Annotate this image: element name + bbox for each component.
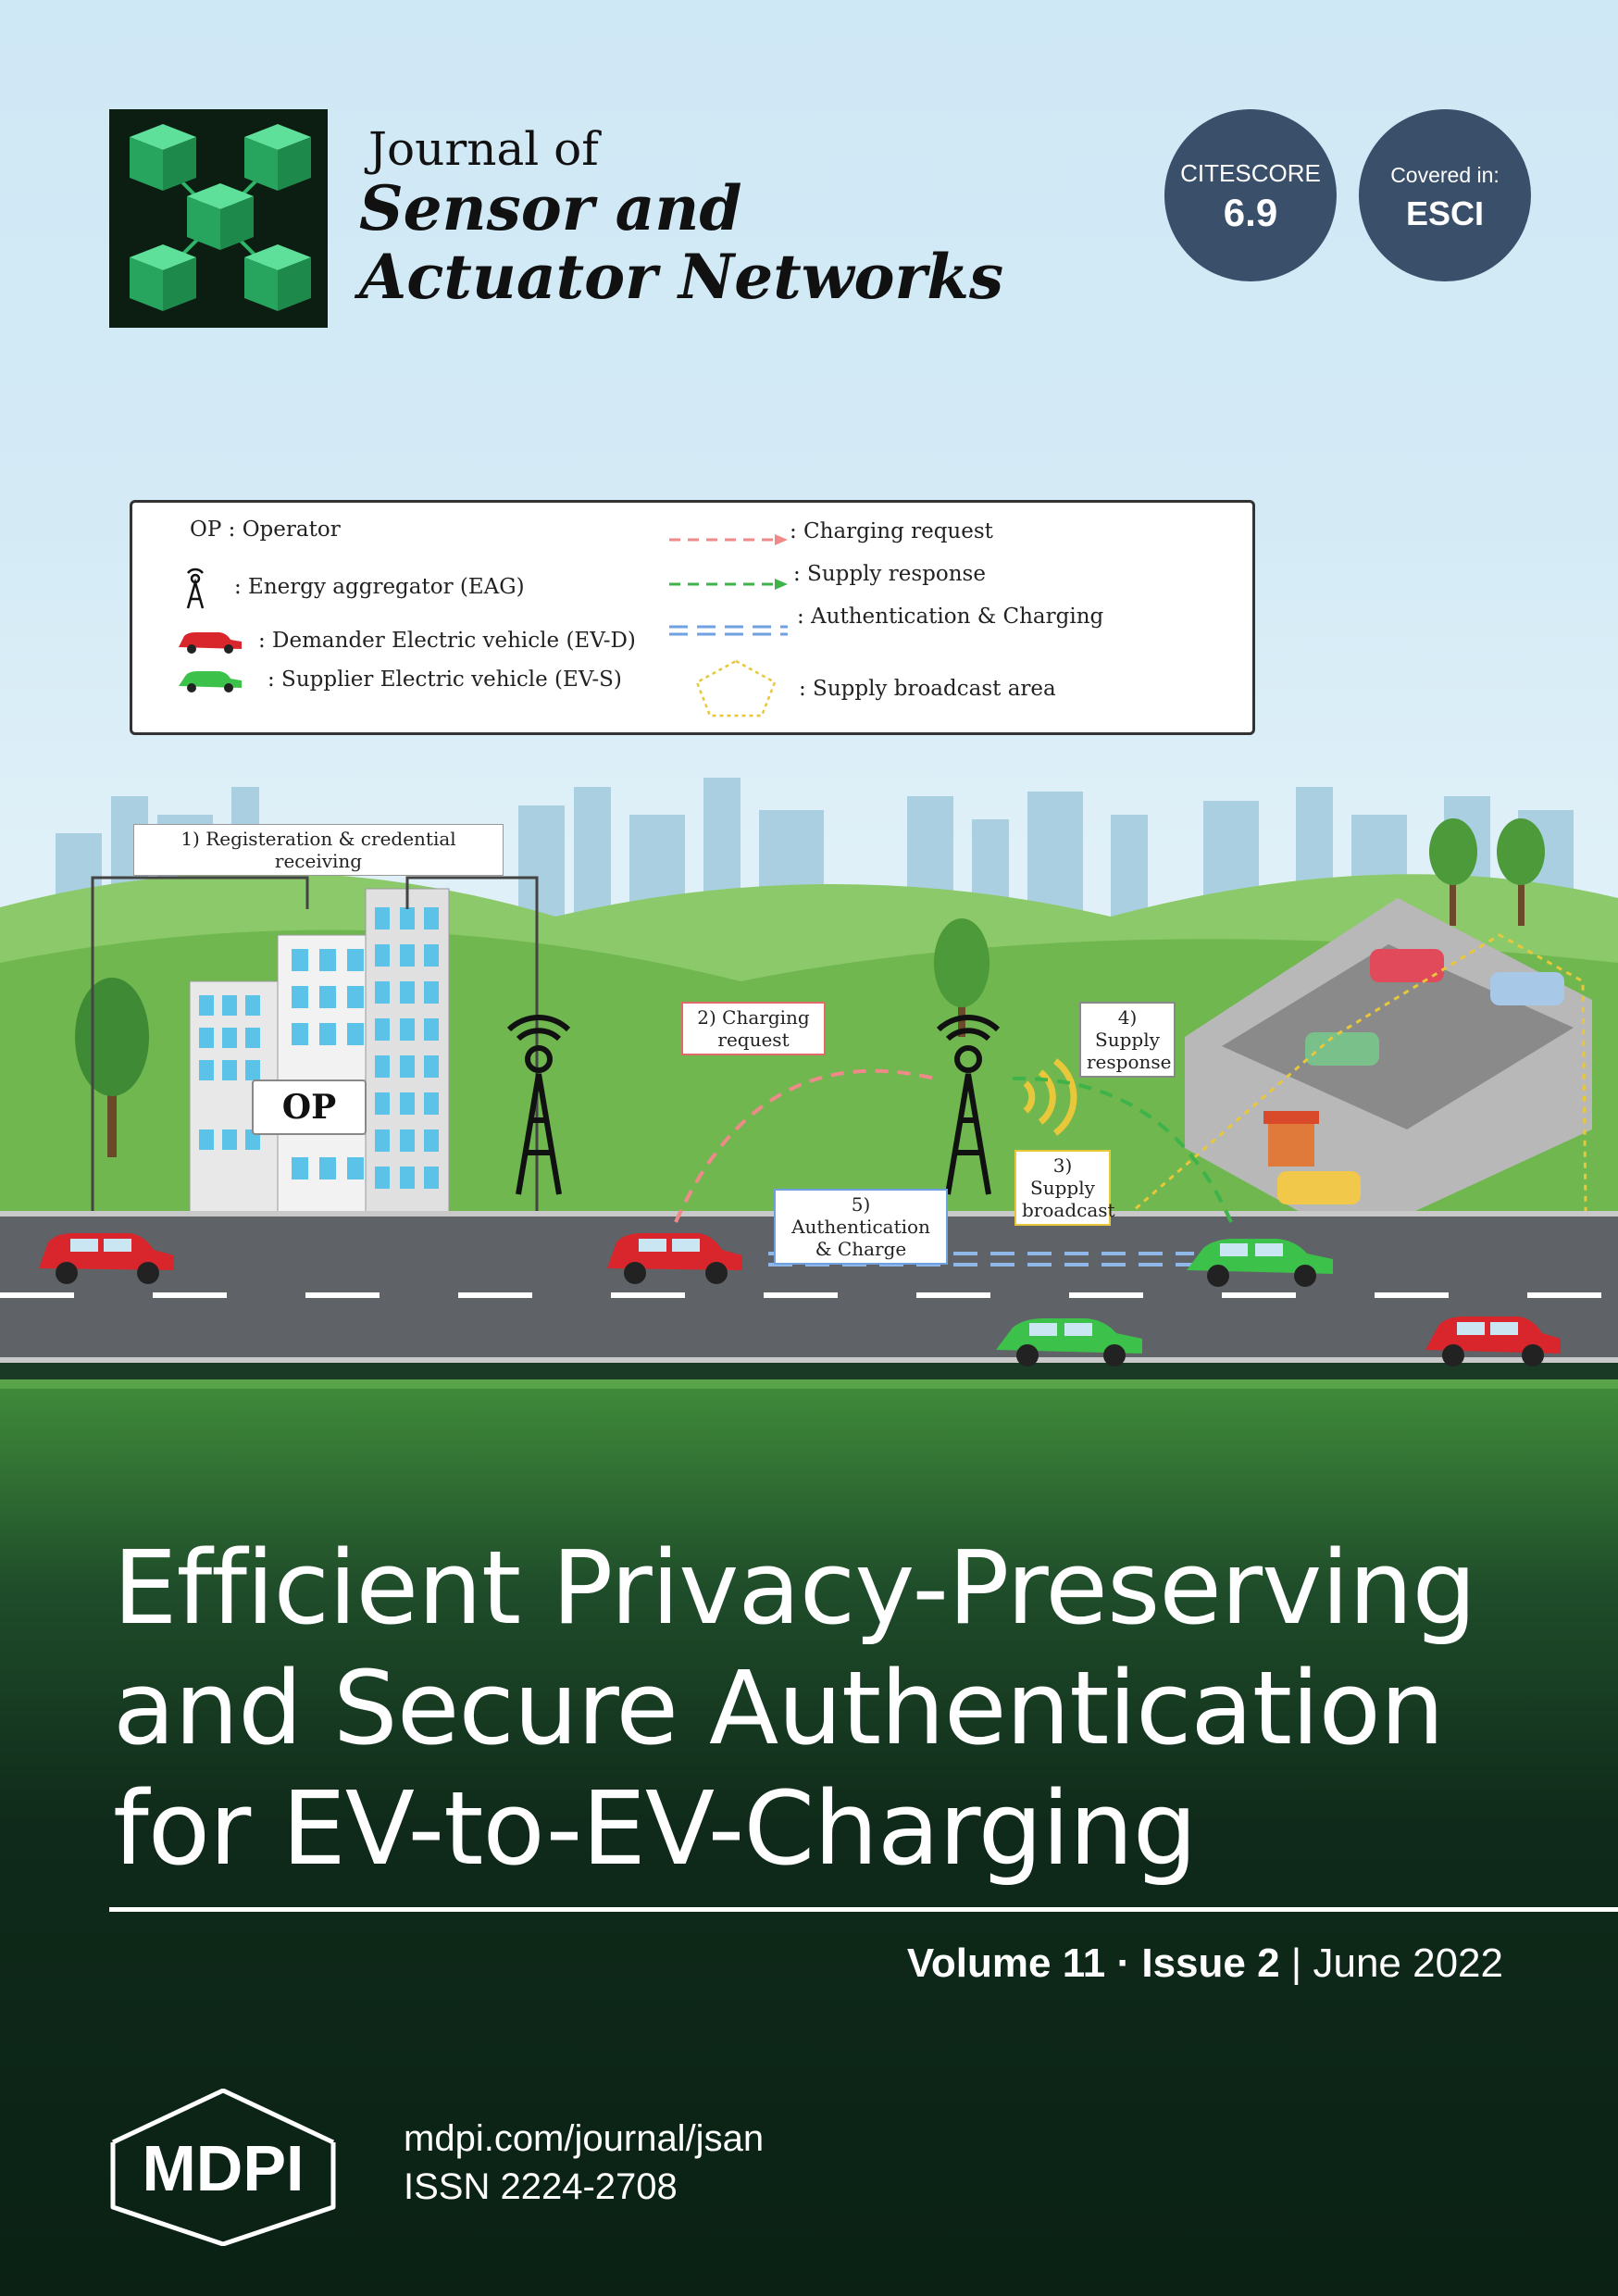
eag-tower-icon <box>506 1015 571 1195</box>
step2-line1: 2) Charging <box>697 1006 810 1029</box>
mdpi-hexagon-outline <box>110 2142 336 2246</box>
step3-line1: 3) Supply <box>1030 1154 1095 1199</box>
mdpi-logo-text: MDPI <box>143 2132 305 2204</box>
step5-label: 5) Authentication & Charge <box>774 1189 948 1265</box>
supply-response-arrow <box>1008 1076 1233 1223</box>
step4-line2: response <box>1087 1051 1172 1073</box>
parking-lot <box>1185 898 1592 1241</box>
mdpi-logo-icon: MDPI <box>110 2089 336 2246</box>
supplier-ev-car <box>996 1318 1142 1366</box>
demander-ev-car <box>39 1233 174 1284</box>
journal-title-line2: Actuator Networks <box>359 241 1004 313</box>
article-title-line1: Efficient Privacy-Preserving <box>113 1529 1476 1647</box>
journal-prefix: Journal of <box>368 122 599 176</box>
step2-label: 2) Charging request <box>681 1002 826 1055</box>
demander-ev-car <box>1425 1316 1561 1366</box>
journal-title-line1: Sensor and <box>359 172 742 244</box>
red-car-icon <box>179 632 242 654</box>
issue-separator: · <box>1105 1940 1142 1986</box>
issn: ISSN 2224-2708 <box>404 2166 678 2207</box>
green-dashed-arrow-icon <box>669 579 788 590</box>
publisher-footer: mdpi.com/journal/jsan ISSN 2224-2708 <box>404 2115 764 2211</box>
esci-badge: Covered in: ESCI <box>1359 109 1531 281</box>
step4-label: 4) Supply response <box>1079 1002 1176 1078</box>
charging-request-arrow <box>674 1068 936 1223</box>
eag-tower-icon <box>936 1015 1001 1195</box>
legend-operator: OP : Operator <box>190 518 341 542</box>
auth-charging-line <box>768 1252 1194 1267</box>
ev-charging-illustration <box>0 778 1618 1366</box>
step3-line2: broadcast <box>1022 1199 1115 1221</box>
dark-green-background <box>0 1389 1618 2296</box>
citescore-value: 6.9 <box>1223 191 1278 234</box>
covered-value: ESCI <box>1405 194 1485 232</box>
step4-line1: 4) Supply <box>1095 1006 1160 1051</box>
cubes-logo-icon <box>130 124 311 311</box>
legend-supply-response: : Supply response <box>793 562 986 586</box>
step2-line2: request <box>717 1029 790 1051</box>
issue-info: Volume 11 · Issue 2 | June 2022 <box>907 1940 1503 1987</box>
demander-ev-car <box>607 1233 742 1284</box>
tower-icon <box>186 568 205 609</box>
issue-date: June 2022 <box>1313 1940 1503 1986</box>
journal-url-link[interactable]: mdpi.com/journal/jsan <box>404 2118 765 2159</box>
registration-lines <box>91 876 539 1213</box>
supplier-ev-car <box>1187 1239 1333 1287</box>
green-car-icon <box>179 671 242 693</box>
article-title: Efficient Privacy-Preserving and Secure … <box>113 1528 1557 1889</box>
covered-label: Covered in: <box>1390 163 1500 187</box>
article-title-line2: and Secure Authentication <box>113 1649 1445 1767</box>
step3-label: 3) Supply broadcast <box>1014 1150 1115 1226</box>
volume-number: Volume 11 <box>906 1940 1106 1986</box>
legend-broadcast-area: : Supply broadcast area <box>799 677 1056 701</box>
pink-dashed-arrow-icon <box>669 534 788 545</box>
article-title-line3: for EV-to-EV-Charging <box>113 1769 1198 1888</box>
step5-line2: & Charge <box>815 1238 907 1260</box>
issue-number: Issue 2 <box>1141 1940 1280 1986</box>
journal-title: Sensor and Actuator Networks <box>359 174 1003 311</box>
journal-logo <box>109 109 328 328</box>
citescore-label: CITESCORE <box>1180 159 1321 187</box>
date-divider: | <box>1279 1940 1313 1986</box>
legend-evs: : Supplier Electric vehicle (EV-S) <box>268 668 622 692</box>
legend-eag: : Energy aggregator (EAG) <box>234 575 525 599</box>
step5-line1: 5) Authentication <box>791 1193 930 1238</box>
legend-evd: : Demander Electric vehicle (EV-D) <box>258 629 636 653</box>
citescore-badge: CITESCORE 6.9 <box>1164 109 1337 281</box>
broadcast-signal-icon <box>1023 1058 1077 1136</box>
diagram-legend: OP : Operator : Energy aggregator (EAG) … <box>130 500 1255 735</box>
legend-charging-request: : Charging request <box>790 519 993 543</box>
blue-double-dash-icon <box>669 625 788 636</box>
pentagon-icon <box>695 659 777 718</box>
operator-building-label: OP <box>252 1079 367 1135</box>
lane-markings <box>0 1292 1601 1298</box>
step1-label: 1) Registeration & credential receiving <box>133 824 504 876</box>
legend-auth-charging: : Authentication & Charging <box>797 605 1104 629</box>
divider-rule <box>109 1907 1618 1912</box>
